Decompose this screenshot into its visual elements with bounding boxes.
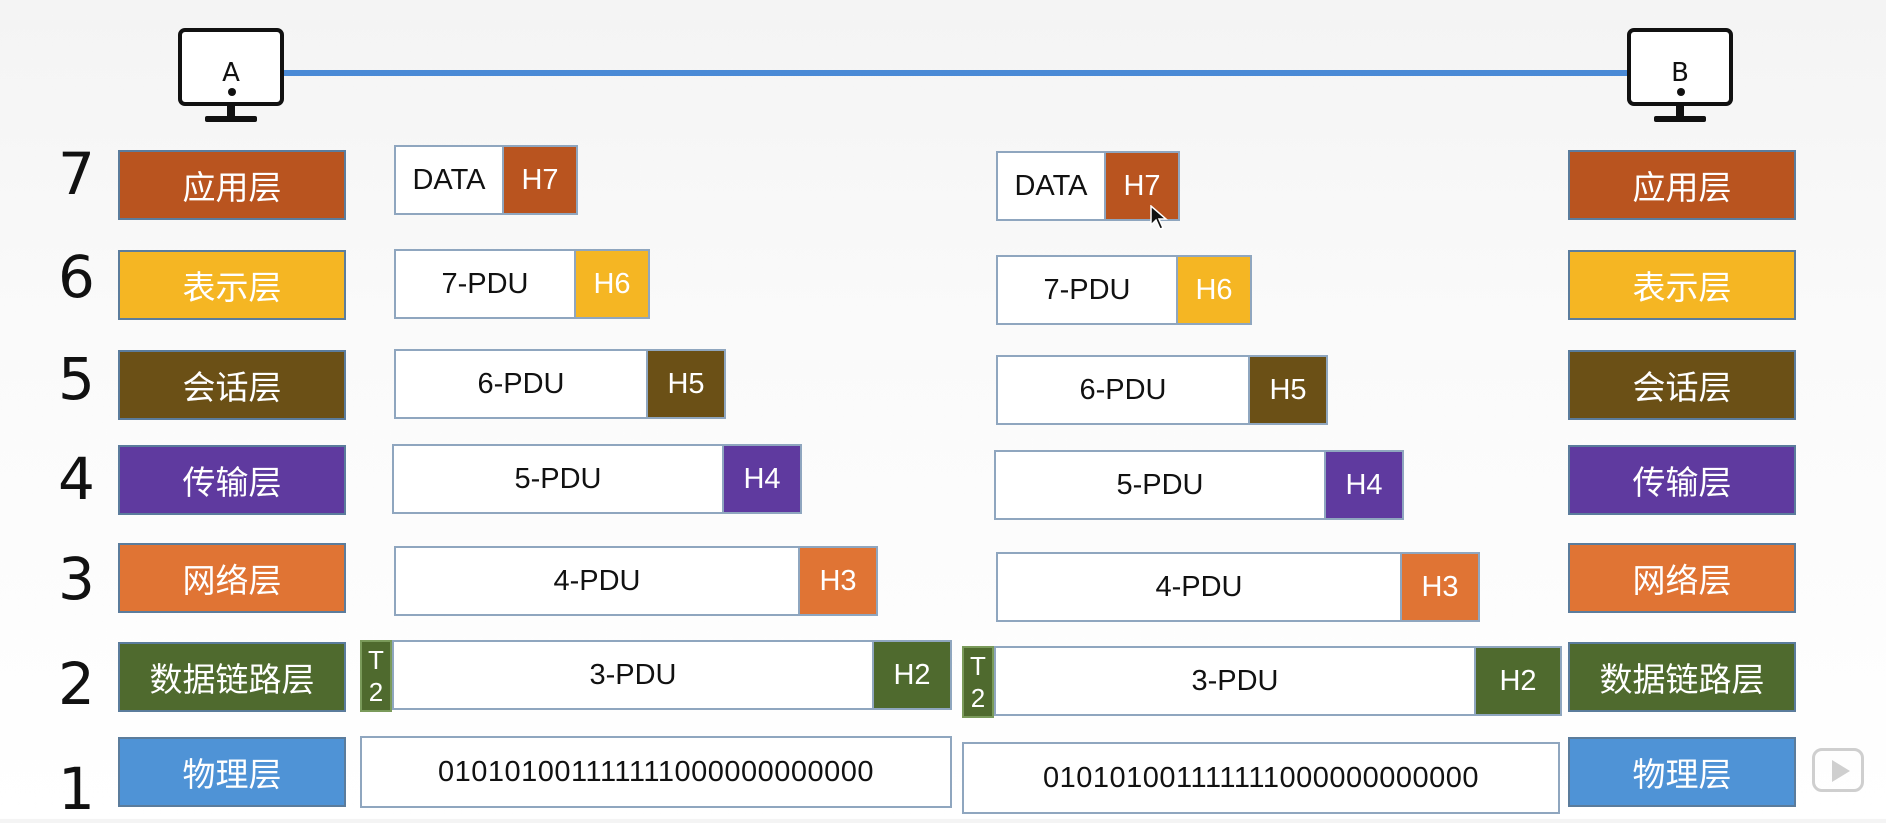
receiver-pdu-header: H5 [1248,357,1326,423]
receiver-layer-box-7: 应用层 [1568,150,1796,220]
receiver-pdu-layer-4: 5-PDU H4 [994,450,1404,520]
sender-pdu-layer-6: 7-PDU H6 [394,249,650,319]
sender-pdu-body: DATA [412,163,486,196]
receiver-layer-box-1: 物理层 [1568,737,1796,807]
receiver-pdu-header: H3 [1400,554,1478,620]
receiver-pdu-layer-7: DATA H7 [996,151,1180,221]
sender-trailer-char: T [368,645,384,675]
receiver-pdu-body: DATA [1014,169,1088,202]
receiver-pdu-header: H7 [1104,153,1178,219]
host-b-computer-icon: B [1627,28,1733,128]
network-link-line [280,70,1630,76]
layer-number-6: 6 [58,243,95,311]
sender-pdu-body: 6-PDU [477,367,565,400]
layer-number-5: 5 [58,345,95,413]
receiver-pdu-header: H2 [1474,648,1560,714]
layer-number-3: 3 [58,545,95,613]
sender-layer-box-3: 网络层 [118,543,346,613]
receiver-layer-box-6: 表示层 [1568,250,1796,320]
receiver-pdu-body: 5-PDU [1116,468,1204,501]
layer-number-1: 1 [58,755,95,823]
host-a-label: A [222,58,240,88]
sender-pdu-layer-4: 5-PDU H4 [392,444,802,514]
sender-pdu-layer-5: 6-PDU H5 [394,349,726,419]
sender-layer-box-5: 会话层 [118,350,346,420]
receiver-pdu-body: 7-PDU [1043,273,1131,306]
receiver-layer-box-4: 传输层 [1568,445,1796,515]
receiver-bitstream: 010101001111111000000000000 [962,742,1560,814]
sender-pdu-body: 7-PDU [441,267,529,300]
sender-pdu-header: H6 [574,251,648,317]
sender-layer-box-2: 数据链路层 [118,642,346,712]
layer-number-7: 7 [58,140,95,208]
mouse-pointer-icon [1150,205,1168,230]
sender-pdu-layer-2: 3-PDU H2 [392,640,952,710]
receiver-pdu-body: 3-PDU [1191,664,1279,697]
sender-layer-box-6: 表示层 [118,250,346,320]
sender-layer-box-1: 物理层 [118,737,346,807]
receiver-pdu-header: H6 [1176,257,1250,323]
receiver-pdu-body: 4-PDU [1155,570,1243,603]
sender-pdu-layer-3: 4-PDU H3 [394,546,878,616]
receiver-trailer-char: T [970,651,986,681]
sender-bitstream: 010101001111111000000000000 [360,736,952,808]
receiver-trailer-char: 2 [970,683,986,713]
receiver-pdu-layer-5: 6-PDU H5 [996,355,1328,425]
layer-number-2: 2 [58,650,95,718]
host-a-computer-icon: A [178,28,284,128]
sender-pdu-header: H2 [872,642,950,708]
receiver-pdu-layer-6: 7-PDU H6 [996,255,1252,325]
sender-pdu-header: H5 [646,351,724,417]
receiver-layer-box-3: 网络层 [1568,543,1796,613]
sender-pdu-body: 5-PDU [514,462,602,495]
receiver-pdu-layer-2: 3-PDU H2 [994,646,1562,716]
sender-pdu-header: H4 [722,446,800,512]
sender-layer-box-4: 传输层 [118,445,346,515]
sender-pdu-layer-7: DATA H7 [394,145,578,215]
receiver-layer-box-2: 数据链路层 [1568,642,1796,712]
sender-pdu-body: 4-PDU [553,564,641,597]
sender-pdu-body: 3-PDU [589,658,677,691]
host-b-label: B [1671,58,1689,88]
sender-pdu-header: H3 [798,548,876,614]
sender-pdu-header: H7 [502,147,576,213]
receiver-pdu-layer-3: 4-PDU H3 [996,552,1480,622]
layer-number-4: 4 [58,445,95,513]
receiver-layer-box-5: 会话层 [1568,350,1796,420]
receiver-pdu-header: H4 [1324,452,1402,518]
receiver-pdu-body: 6-PDU [1079,373,1167,406]
sender-layer-box-7: 应用层 [118,150,346,220]
sender-trailer-char: 2 [368,677,384,707]
play-button-icon[interactable] [1812,748,1864,792]
